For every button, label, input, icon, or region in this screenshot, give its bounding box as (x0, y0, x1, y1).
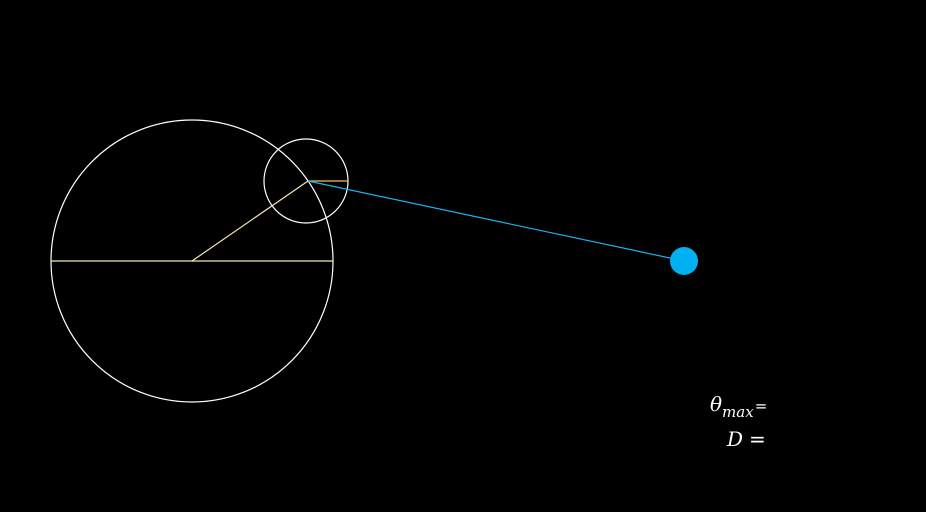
d-symbol: D (727, 427, 744, 451)
theta-subscript: max (722, 403, 754, 421)
theta-equals: = (754, 397, 768, 415)
d-equals: = (749, 427, 766, 451)
sight-line (307, 180, 685, 262)
target-dot[interactable] (670, 247, 698, 275)
distance-label: D= (727, 427, 766, 451)
theta-symbol: θ (710, 392, 723, 416)
large-circle-radius (191, 180, 309, 262)
theta-max-label: θmax= (710, 392, 767, 421)
